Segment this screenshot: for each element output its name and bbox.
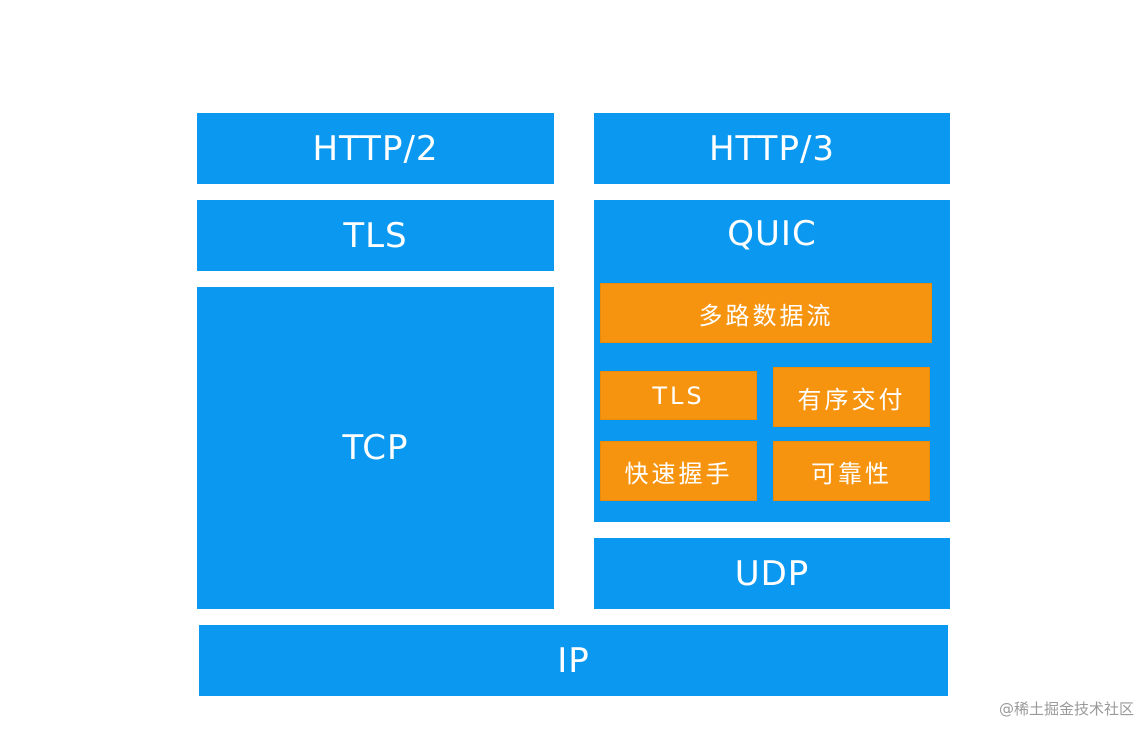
- ip-label: IP: [557, 640, 590, 681]
- tls-layer: TLS: [197, 200, 554, 271]
- udp-label: UDP: [734, 553, 810, 594]
- multiplexed-streams-box: 多路数据流: [600, 283, 932, 343]
- quic-label: QUIC: [727, 214, 817, 254]
- fast-handshake-box: 快速握手: [600, 441, 757, 501]
- tcp-layer: TCP: [197, 287, 554, 609]
- quic-tls-label: TLS: [652, 381, 705, 410]
- http2-layer: HTTP/2: [197, 113, 554, 184]
- ip-layer: IP: [199, 625, 948, 696]
- http3-label: HTTP/3: [708, 128, 836, 169]
- ordered-delivery-label: 有序交付: [797, 385, 906, 414]
- ordered-delivery-box: 有序交付: [773, 367, 930, 427]
- udp-layer: UDP: [594, 538, 950, 609]
- quic-tls-box: TLS: [600, 371, 757, 420]
- reliability-label: 可靠性: [811, 459, 892, 488]
- watermark: @稀土掘金技术社区: [998, 700, 1134, 718]
- tls-label: TLS: [343, 215, 408, 256]
- tcp-label: TCP: [342, 428, 409, 468]
- http3-layer: HTTP/3: [594, 113, 950, 184]
- http2-label: HTTP/2: [312, 128, 439, 169]
- reliability-box: 可靠性: [773, 441, 930, 501]
- multiplexed-streams-label: 多路数据流: [698, 301, 834, 330]
- fast-handshake-label: 快速握手: [624, 459, 733, 488]
